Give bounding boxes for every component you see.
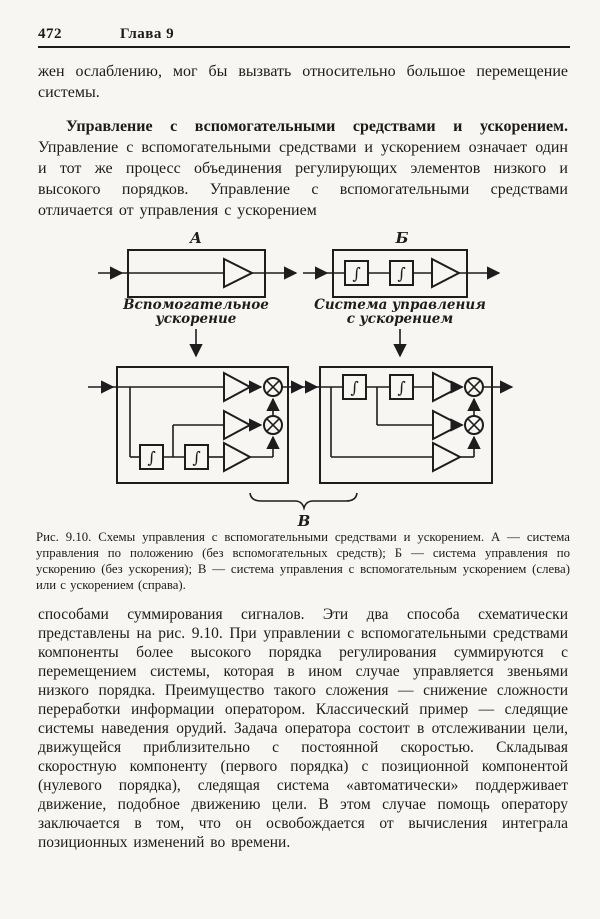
- block-b-caption-line2: с ускорением: [347, 311, 454, 327]
- block-a-caption-line1: Вспомогательное: [122, 297, 269, 313]
- paragraph-main: Управление с вспомогательными средствами…: [38, 116, 568, 221]
- multiplier-icon: [263, 377, 283, 397]
- curly-brace: [249, 492, 358, 511]
- amplifier-icon: [223, 257, 255, 289]
- figure-caption: Рис. 9.10. Схемы управления с вспомогате…: [36, 530, 570, 592]
- multiplier-icon: [263, 415, 283, 435]
- integrator-symbol: ∫: [397, 378, 405, 397]
- amplifier-icon: [431, 257, 462, 289]
- integrator-symbol: ∫: [397, 264, 405, 283]
- amplifier-icon: [432, 441, 463, 473]
- integrator-symbol: ∫: [352, 264, 360, 283]
- page-number: 472: [38, 26, 62, 42]
- header-rule: [38, 46, 570, 48]
- label-v: В: [297, 512, 311, 527]
- label-b: Б: [395, 229, 409, 247]
- integrator-symbol: ∫: [147, 448, 155, 467]
- figure-9-10-diagram: А Вспомогательное ускорение Б ∫ ∫ Систем…: [88, 229, 514, 527]
- integrator-symbol: ∫: [350, 378, 358, 397]
- page-header: 472 Глава 9: [38, 26, 568, 43]
- paragraph-lead-sentence: Управление с вспомогательными средствами…: [66, 118, 568, 135]
- block-a-caption-line2: ускорение: [155, 311, 237, 327]
- paragraph-after-figure: способами суммирования сигналов. Эти два…: [38, 606, 568, 851]
- paragraph-main-rest: Управление с вспомогательными средствами…: [38, 139, 568, 219]
- amplifier-icon: [223, 409, 253, 441]
- block-a-system: А Вспомогательное ускорение: [98, 229, 298, 358]
- amplifier-icon: [223, 441, 253, 473]
- bottom-left-frame: [116, 366, 289, 484]
- multiplier-icon: [464, 377, 484, 397]
- paragraph-continuation: жен ослаблению, мог бы вызвать относител…: [38, 63, 568, 101]
- bottom-right-frame: [319, 366, 493, 484]
- amplifier-icon: [432, 409, 463, 441]
- bottom-left-system: ∫ ∫: [88, 366, 305, 484]
- bottom-right-system: ∫ ∫: [297, 366, 514, 484]
- label-a: А: [189, 229, 202, 247]
- brace-v: В: [249, 492, 358, 527]
- amplifier-icon: [223, 371, 253, 403]
- amplifier-icon: [432, 371, 463, 403]
- block-b-caption-line1: Система управления: [314, 297, 486, 313]
- chapter-title: Глава 9: [120, 26, 175, 42]
- integrator-symbol: ∫: [192, 448, 200, 467]
- multiplier-icon: [464, 415, 484, 435]
- block-b-system: Б ∫ ∫ Система управления с ускорением: [303, 229, 501, 358]
